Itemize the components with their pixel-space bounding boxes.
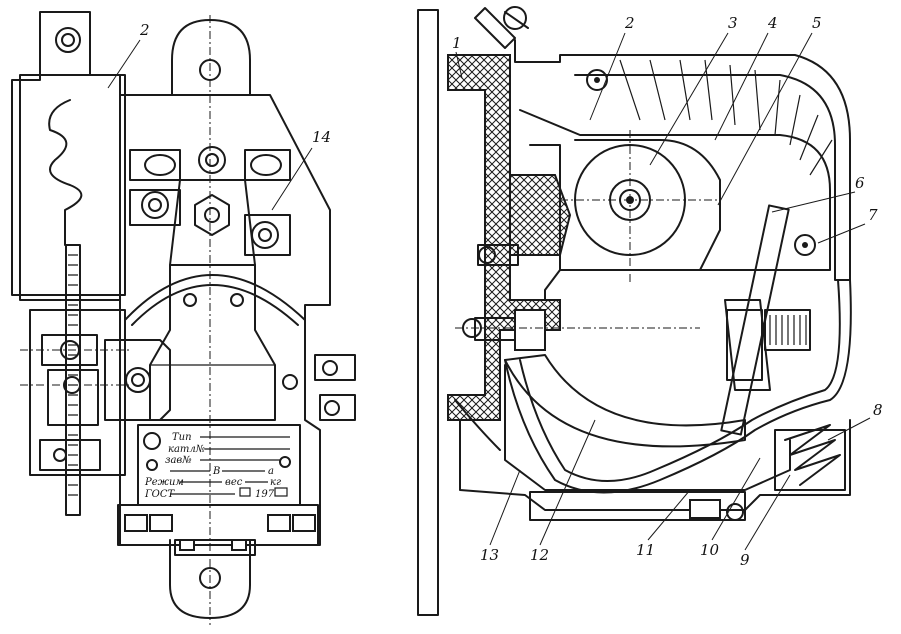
callout-7: 7 <box>868 206 878 224</box>
callout-1: 1 <box>452 34 462 52</box>
nameplate-type-label: Тип <box>172 432 192 443</box>
callout-12: 12 <box>530 546 549 564</box>
nameplate-weight-unit: кг <box>270 477 281 488</box>
callout-9: 9 <box>740 551 750 569</box>
callout-4: 4 <box>767 14 778 32</box>
callout-left-2: 2 <box>139 21 150 39</box>
nameplate-mode-label: Режим <box>144 477 184 488</box>
nameplate-factory-label: зав№ <box>165 455 192 466</box>
section-view: 1 2 3 4 5 6 7 8 9 10 11 12 13 <box>417 6 883 616</box>
callout-2: 2 <box>624 14 635 32</box>
callout-8: 8 <box>873 401 883 419</box>
nameplate: Тип катл№ зав№ В а Режим вес кг ГОСТ 197 <box>137 424 301 506</box>
callout-10: 10 <box>700 541 720 559</box>
callout-3: 3 <box>728 14 738 32</box>
front-view: Тип катл№ зав№ В а Режим вес кг ГОСТ 197 <box>11 11 356 625</box>
nameplate-catalog-label: катл№ <box>168 444 205 455</box>
callout-left-14: 14 <box>312 128 331 146</box>
nameplate-weight-label: вес <box>225 477 243 488</box>
nameplate-amp-unit: а <box>268 466 274 477</box>
callout-13: 13 <box>480 546 499 564</box>
nameplate-gost-label: ГОСТ <box>144 489 175 500</box>
callout-11: 11 <box>636 541 655 559</box>
callout-5: 5 <box>812 14 822 32</box>
nameplate-year: 197 <box>255 489 275 500</box>
nameplate-volt-unit: В <box>212 466 220 477</box>
callout-6: 6 <box>855 174 865 192</box>
